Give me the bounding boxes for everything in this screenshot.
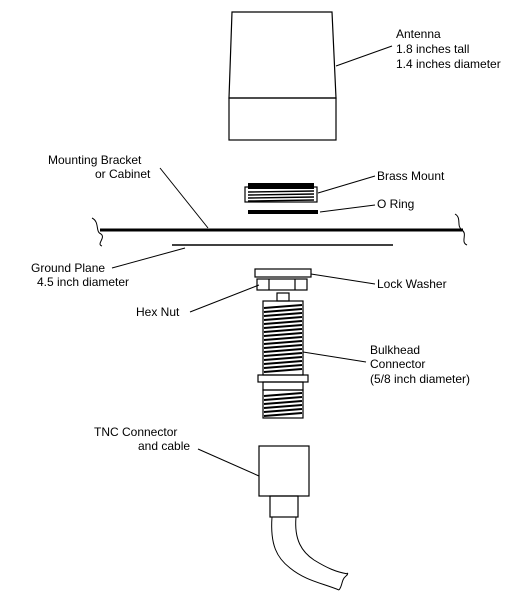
bracket-left-break [91, 217, 103, 247]
tnc-connector-label: TNC Connector [94, 425, 177, 439]
thread-stripe [263, 320, 303, 325]
ground-plane-diameter-label: 4.5 inch diameter [37, 275, 129, 289]
tnc-connector-part [258, 445, 310, 518]
bulkhead-diameter-label: (5/8 inch diameter) [370, 372, 470, 386]
thread-stripe [247, 199, 315, 202]
ground-plane-label: Ground Plane [31, 261, 105, 275]
o-ring-leader [319, 204, 376, 213]
thread-stripe [263, 316, 303, 321]
thread-stripe [263, 344, 303, 349]
ground-plane-leader [111, 247, 186, 269]
bulkhead-label: Bulkhead [370, 343, 420, 357]
bulkhead-connector-leader [302, 351, 367, 363]
thread-stripe [263, 396, 303, 401]
thread-stripe [263, 392, 303, 397]
mounting-bracket-leader [159, 167, 209, 229]
bulkhead-connector-part [257, 292, 309, 419]
antenna-height-label: 1.8 inches tall [396, 42, 469, 56]
bulkhead-connector-label: Connector [370, 357, 425, 371]
o-ring-part [248, 210, 318, 214]
tnc-connector-leader [197, 448, 260, 477]
lock-washer-leader [310, 273, 376, 285]
brass-mount-part [244, 183, 318, 203]
thread-stripe [247, 193, 315, 196]
thread-stripe [263, 308, 303, 313]
brass-mount-label: Brass Mount [377, 169, 445, 183]
thread-stripe [263, 332, 303, 337]
thread-stripe [247, 190, 315, 193]
thread-stripe [263, 304, 303, 309]
antenna-diameter-label: 1.4 inches diameter [396, 57, 501, 71]
thread-stripe [263, 348, 303, 353]
thread-stripe [263, 360, 303, 365]
thread-stripe [263, 368, 303, 373]
antenna-label: Antenna [396, 27, 441, 41]
thread-stripe [263, 324, 303, 329]
thread-stripe [263, 400, 303, 405]
thread-stripe [263, 336, 303, 341]
mounting-bracket-label: Mounting Bracket [48, 153, 142, 167]
antenna-leader [335, 45, 393, 67]
thread-stripe [263, 340, 303, 345]
brass-mount-leader [317, 175, 376, 194]
thread-stripe [263, 408, 303, 413]
lock-washer-part [254, 268, 312, 278]
thread-stripe [263, 328, 303, 333]
thread-stripe [247, 196, 315, 199]
cable-part [271, 516, 349, 591]
lock-washer-label: Lock Washer [377, 277, 447, 291]
hex-nut-label: Hex Nut [136, 305, 180, 319]
thread-stripe [263, 364, 303, 369]
hex-nut-leader [189, 284, 260, 313]
thread-stripe [263, 356, 303, 361]
tnc-cable-label: and cable [138, 439, 190, 453]
o-ring-label: O Ring [377, 197, 414, 211]
mounting-bracket-label-2: or Cabinet [95, 167, 151, 181]
thread-stripe [263, 404, 303, 409]
thread-stripe [263, 312, 303, 317]
thread-stripe [263, 412, 303, 417]
hex-nut-part [256, 278, 308, 291]
antenna-part [228, 11, 337, 141]
thread-stripe [263, 352, 303, 357]
bracket-right-break [454, 213, 468, 246]
